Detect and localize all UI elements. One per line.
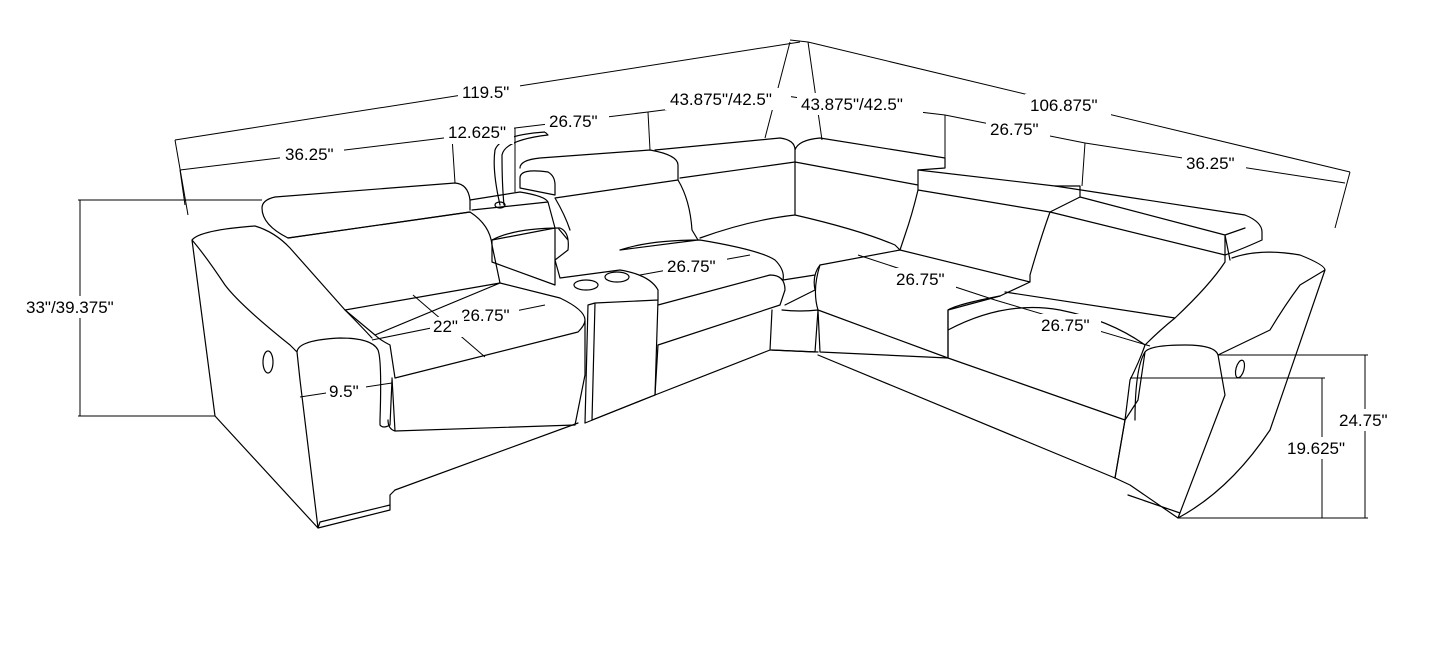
right-arm <box>1114 251 1326 519</box>
label-overall-height: 33"/39.375" <box>26 298 114 317</box>
left-headrest <box>261 182 471 239</box>
cup-holder-2 <box>604 271 630 283</box>
label-arm-console-width: 12.625" <box>448 123 506 142</box>
reading-lamp <box>493 131 549 206</box>
label-left-recliner-width: 26.75" <box>549 112 598 131</box>
left-arm <box>191 225 396 529</box>
label-seat-height: 19.625" <box>1287 439 1345 458</box>
cup-holder-1 <box>573 279 599 291</box>
right-recline-button <box>1234 359 1246 379</box>
label-overall-right: 106.875" <box>1030 96 1098 115</box>
dimension-labels: 119.5" 106.875" 36.25" 12.625" 26.75" 43… <box>22 80 1398 459</box>
dimension-lines <box>78 39 1368 519</box>
right-seat-back <box>947 211 1226 421</box>
label-arm-width: 9.5" <box>329 382 359 401</box>
label-right-corner-depth: 43.875"/42.5" <box>801 95 903 114</box>
label-left-corner-depth: 43.875"/42.5" <box>670 90 772 109</box>
center-console <box>491 170 659 424</box>
left-console <box>469 191 556 286</box>
base-line-left <box>394 349 819 491</box>
lamp-base <box>494 201 506 209</box>
base-line-right <box>817 354 1126 479</box>
label-left-seat-width: 36.25" <box>285 145 334 164</box>
label-right-arm-height: 24.75" <box>1339 411 1388 430</box>
right-recliner <box>814 169 1081 359</box>
sofa-outline <box>191 131 1326 529</box>
label-seat-depth-left: 26.75" <box>461 306 510 325</box>
label-corner-seat-depth: 26.75" <box>896 270 945 289</box>
left-seat-back <box>287 211 586 432</box>
label-overall-left: 119.5" <box>462 83 509 102</box>
left-recline-button <box>262 350 274 374</box>
right-headrest <box>1054 185 1263 261</box>
label-console-seat-depth: 26.75" <box>667 257 716 276</box>
left-recliner <box>519 149 786 396</box>
label-seat-depth-22: 22" <box>433 317 458 336</box>
label-right-recliner-width: 26.75" <box>990 120 1039 139</box>
label-right-seat-depth: 26.75" <box>1041 316 1090 335</box>
label-right-seat-width: 36.25" <box>1186 154 1235 173</box>
